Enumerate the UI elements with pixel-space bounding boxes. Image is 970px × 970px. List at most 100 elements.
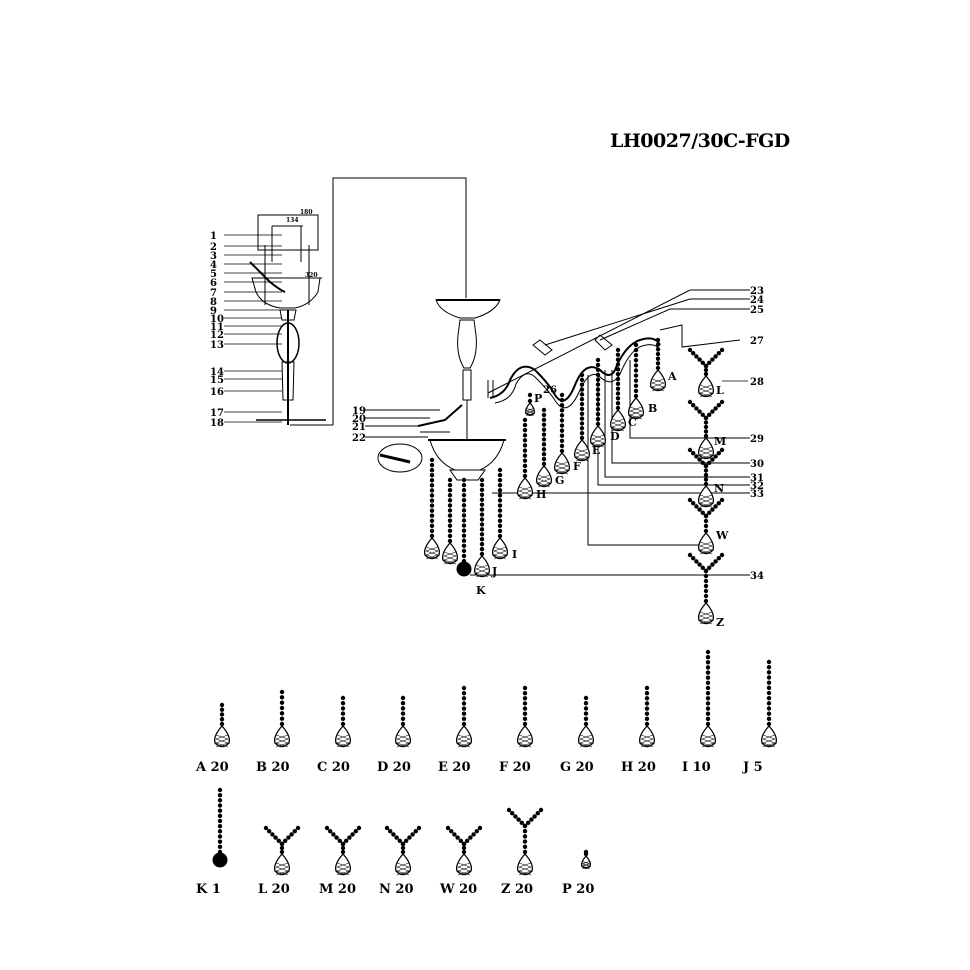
hanging-pendant (554, 392, 570, 475)
hanging-pendant (442, 477, 458, 565)
pendant-m (324, 825, 362, 876)
hanging-pendant-y (687, 447, 725, 508)
part-number-27: 27 (750, 336, 764, 347)
pendant-l (263, 825, 301, 876)
part-number-30: 30 (750, 459, 764, 470)
part-number-1: 1 (210, 231, 217, 242)
pendant-i (700, 649, 716, 748)
diagram-letter-a: A (667, 370, 677, 383)
part-label-p: P 20 (562, 882, 594, 897)
part-number-12: 12 (210, 330, 224, 341)
part-label-a: A 20 (195, 760, 229, 775)
part-label-w: W 20 (439, 882, 477, 897)
part-number-7: 7 (210, 288, 217, 299)
diagram-letter-b: B (648, 402, 657, 415)
part-number-9: 9 (210, 306, 217, 317)
pendant-g (578, 695, 594, 748)
pendant-b (274, 689, 290, 748)
diagram-letter-k: K (476, 584, 486, 597)
diagram-letter-m: M (714, 435, 726, 448)
part-label-l: L 20 (258, 882, 290, 897)
part-label-f: F 20 (499, 760, 531, 775)
part-number-18: 18 (210, 418, 224, 429)
part-number-34: 34 (750, 571, 764, 582)
diagram-letter-n: N (714, 482, 724, 495)
hanging-pendant-p (524, 392, 536, 416)
part-number-28: 28 (750, 377, 764, 388)
part-number-16: 16 (210, 387, 224, 398)
part-label-m: M 20 (319, 882, 356, 897)
part-number-15: 15 (210, 375, 224, 386)
hanging-pendant (536, 407, 552, 488)
part-number-25: 25 (750, 305, 764, 316)
part-label-i: I 10 (682, 760, 711, 775)
dimension-outer: 180 (300, 209, 313, 216)
diagram-letter-c: C (628, 416, 637, 429)
part-label-j: J 5 (742, 760, 763, 775)
model-title: LH0027/30C-FGD (610, 130, 790, 152)
connector-frame (332, 177, 467, 425)
pendant-c (335, 695, 351, 748)
part-number-32: 32 (750, 481, 764, 492)
diagram-letter-e: E (592, 444, 600, 457)
dimension-inner: 134 (286, 217, 299, 224)
pendant-w (445, 825, 483, 876)
part-number-24: 24 (750, 295, 764, 306)
part-label-b: B 20 (256, 760, 290, 775)
part-number-20: 20 (352, 414, 366, 425)
part-label-h: H 20 (621, 760, 656, 775)
hanging-pendant (590, 357, 606, 448)
pendant-j (761, 659, 777, 748)
hanging-pendant (517, 417, 533, 500)
part-number-6: 6 (210, 278, 217, 289)
diagram-letter-p: P (534, 392, 542, 405)
diagram-letter-f: F (573, 460, 581, 473)
diagram-letter-j: J (491, 565, 497, 578)
part-label-z: Z 20 (501, 882, 533, 897)
pendant-p (580, 849, 592, 869)
pendant-z (506, 807, 544, 876)
hanging-pendant (474, 477, 490, 578)
part-label-e: E 20 (438, 760, 471, 775)
part-number-17: 17 (210, 408, 224, 419)
diagram-letter-w: W (715, 529, 729, 542)
pendant-f (517, 685, 533, 748)
part-number-3: 3 (210, 251, 217, 262)
canopy-detail (249, 214, 326, 425)
diagram-letter-h: H (536, 488, 546, 501)
diagram-letter-d: D (610, 430, 620, 443)
pendant-n (384, 825, 422, 876)
part-number-23: 23 (750, 286, 764, 297)
part-number-22: 22 (352, 433, 366, 444)
hanging-pendant (610, 347, 626, 432)
part-number-33: 33 (750, 489, 764, 500)
pendant-h (639, 685, 655, 748)
pendant-e (456, 685, 472, 748)
part-number-10: 10 (210, 314, 224, 325)
hanging-pendant (628, 342, 644, 420)
part-label-k: K 1 (196, 882, 221, 897)
part-label-n: N 20 (379, 882, 414, 897)
hanging-pendant-k (456, 477, 472, 577)
hanging-pendant (424, 457, 440, 560)
part-number-13: 13 (210, 340, 224, 351)
pendant-a (214, 702, 230, 748)
diagram-letter-z: Z (716, 616, 724, 629)
diagram-letter-g: G (555, 474, 564, 487)
part-number-21: 21 (352, 422, 366, 433)
diagram-letter-i: I (512, 548, 517, 561)
dimension-bowl: 320 (305, 272, 318, 279)
part-number-26: 26 (543, 385, 557, 396)
part-label-c: C 20 (317, 760, 350, 775)
hanging-pendant-y (687, 347, 725, 398)
part-number-29: 29 (750, 434, 764, 445)
hanging-pendant (492, 467, 508, 560)
hanging-pendant-y (687, 497, 725, 555)
hanging-pendant-y (687, 399, 725, 460)
pendant-k (212, 787, 228, 868)
pendant-d (395, 695, 411, 748)
part-number-14: 14 (210, 367, 224, 378)
part-number-31: 31 (750, 473, 764, 484)
